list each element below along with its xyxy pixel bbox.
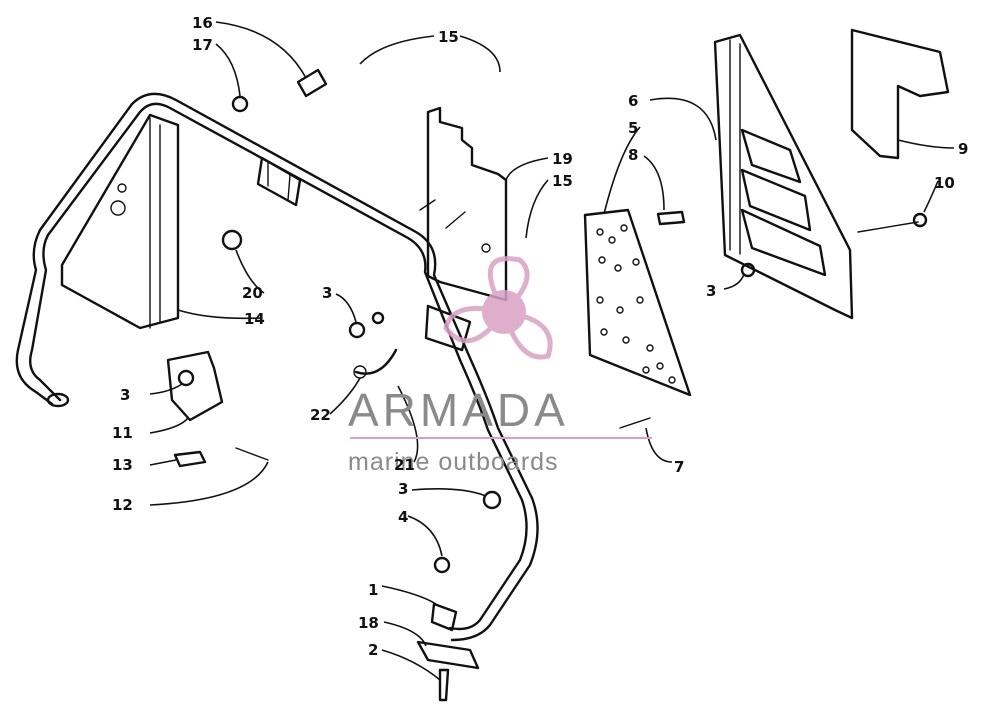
perforated-panel [583,208,692,397]
bolt-10-head [912,212,928,228]
callout-22: 22 [310,406,331,424]
callout-3: 3 [398,480,408,498]
callout-20: 20 [242,284,263,302]
callout-5: 5 [628,119,638,137]
callout-10: 10 [934,174,955,192]
callout-17: 17 [192,36,213,54]
nut-3-lower [177,369,195,387]
callout-16: 16 [192,14,213,32]
callout-9: 9 [958,140,968,158]
callout-13: 13 [112,456,133,474]
plate-18 [416,640,480,670]
callout-19: 19 [552,150,573,168]
clamp-20 [221,229,243,251]
bracket-block [850,28,950,160]
bolt-2 [438,668,450,702]
nut-3 [348,321,366,339]
callout-labels: 1 2 3 3 3 3 4 5 6 7 8 9 10 11 12 13 14 1… [112,14,968,659]
callout-7: 7 [674,458,684,476]
bolt-10-shank [857,221,919,233]
callout-6: 6 [628,92,638,110]
watermark: ARMADA marine outboards [348,256,652,476]
callout-15: 15 [438,28,459,46]
gusset-plate-left [60,113,180,330]
callout-15: 15 [552,172,573,190]
callout-3: 3 [120,386,130,404]
gusset-plate-right [713,33,854,320]
callout-1: 1 [368,581,378,599]
callout-4: 4 [398,508,408,526]
fastener-8 [656,210,686,226]
tubular-frame [15,92,539,642]
callout-11: 11 [112,424,133,442]
grommet-16 [296,68,328,98]
callout-12: 12 [112,496,133,514]
cable-21 [354,348,398,375]
leader-lines [149,21,955,681]
watermark-title: ARMADA [348,384,569,436]
nut-17 [231,95,249,113]
callout-2: 2 [368,641,378,659]
hardware [177,68,928,702]
callout-3: 3 [322,284,332,302]
pin-12 [235,447,269,461]
callout-21: 21 [394,456,415,474]
nut-3-right [740,262,756,278]
propeller-logo [443,256,553,360]
watermark-subtitle: marine outboards [348,448,559,476]
callout-18: 18 [358,614,379,632]
lower-bracket [166,350,224,468]
callout-3: 3 [706,282,716,300]
washer [371,311,385,325]
pin-7 [619,417,651,429]
callout-14: 14 [244,310,265,328]
center-plate [419,106,508,352]
callout-8: 8 [628,146,638,164]
cap-4 [433,556,451,574]
nut-3-center [482,490,502,510]
